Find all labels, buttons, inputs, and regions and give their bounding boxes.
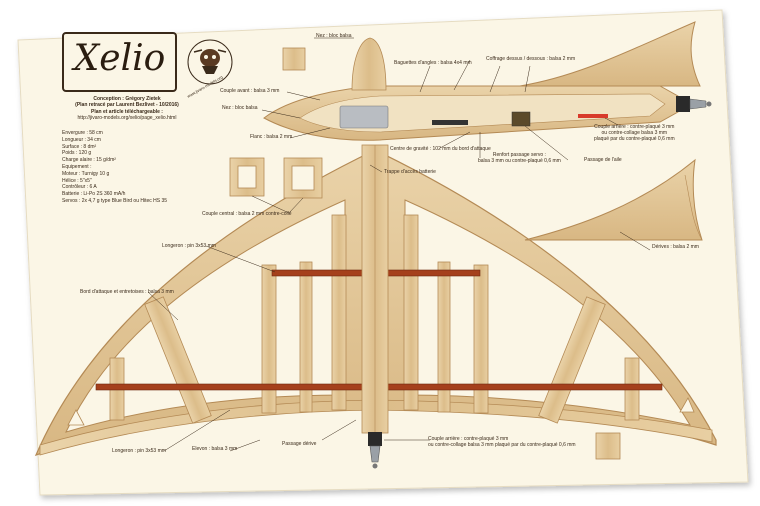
couple-arriere-part <box>595 432 621 460</box>
nose-block-part <box>282 47 306 71</box>
jivaro-logo <box>187 39 233 85</box>
label-couple-arriere-top: Couple arrière : contre-plaqué 3 mm ou c… <box>594 124 675 142</box>
label-couple-arriere-bottom-line1: Couple arrière : contre-plaqué 3 mm <box>428 436 509 442</box>
design-by: Conception : Grégory Zietek <box>93 96 161 102</box>
label-renfort-line2: balsa 3 mm ou contre-plaqué 0,6 mm <box>478 158 561 164</box>
page-title: Xelio <box>73 38 166 79</box>
label-couple-arriere-bottom: Couple arrière : contre-plaqué 3 mm ou c… <box>428 436 576 448</box>
label-couple-arriere-bottom-line2: ou contre-collage balsa 3 mm plaqué par … <box>428 442 576 448</box>
fin-top <box>519 21 701 87</box>
label-centre-gravite: Centre de gravité : 102 mm du bord d'att… <box>390 146 491 152</box>
leader-lines <box>147 37 651 452</box>
spec-item: Surface : 8 dm² <box>62 143 97 150</box>
spec-item: Hélice : 5"x5" <box>62 177 92 184</box>
spec-item: Longueur : 34 cm <box>62 136 101 143</box>
label-baguettes: Baguettes d'angles : balsa 4x4 mm <box>394 60 472 66</box>
label-couple-arriere-top-line1: Couple arrière : contre-plaqué 3 mm <box>594 124 675 130</box>
label-couple-avant: Couple avant : balsa 3 mm <box>220 88 280 94</box>
label-bord-attaque: Bord d'attaque et entretoises : balsa 3 … <box>80 289 174 295</box>
spec-item: Equipement : <box>62 163 92 170</box>
label-longeron-bottom: Longeron : pin 3x53 mm <box>112 448 166 454</box>
wing-tip-triangle-right <box>679 397 695 413</box>
fin-side <box>524 158 703 241</box>
label-longeron-top: Longeron : pin 3x53 mm <box>162 243 216 249</box>
label-flanc: Flanc : balsa 2 mm <box>250 134 293 140</box>
wing-ribs <box>109 214 640 424</box>
label-couple-central: Couple central : balsa 2 mm contre-collé <box>202 211 292 217</box>
spec-list: Envergure : 58 cm Longueur : 34 cm Surfa… <box>62 130 182 205</box>
couple-central-parts <box>229 157 323 199</box>
download-url[interactable]: http://jivaro-models.org/xelio/page_xeli… <box>77 115 177 122</box>
spec-item: Charge alaire : 15 g/dm² <box>62 157 116 164</box>
label-couple-arriere-top-line2: ou contre-collage balsa 3 mm <box>601 130 668 136</box>
label-elevon: Elevon : balsa 3 mm <box>192 446 238 452</box>
label-coffrage: Coffrage dessus / dessous : balsa 2 mm <box>486 56 576 62</box>
download-line: Plan et article téléchargeable : <box>91 108 163 115</box>
motor-bottom <box>368 432 382 469</box>
spec-item: Contrôleur : 6 A <box>62 184 97 191</box>
spec-item: Poids : 120 g <box>62 150 92 157</box>
redrawn-by: (Plan retracé par Laurent Bezlivet - 10/… <box>75 102 179 109</box>
label-passage-derive: Passage dérive <box>282 441 317 447</box>
label-nez-top: Nez : bloc balsa <box>316 33 352 39</box>
label-renfort: Renfort passage servo : balsa 3 mm ou co… <box>478 152 561 164</box>
label-nez-left: Nez : bloc balsa <box>222 105 258 111</box>
credits: Conception : Grégory Zietek (Plan retrac… <box>62 96 192 122</box>
fuselage-side <box>263 37 712 141</box>
label-derive: Dérives : balsa 2 mm <box>652 244 699 250</box>
title-box: Xelio <box>62 32 177 92</box>
label-renfort-line1: Renfort passage servo : <box>492 152 546 158</box>
spec-item: Moteur : Turnigy 10 g <box>62 170 110 177</box>
spec-item: Batterie : Li-Po 2S 360 mA/h <box>62 191 126 198</box>
label-couple-arriere-top-line3: plaqué par du contre-plaqué 0,6 mm <box>594 136 675 142</box>
spec-item: Envergure : 58 cm <box>62 130 103 136</box>
label-passage-aile: Passage de l'aile <box>584 157 622 163</box>
spec-item: Servos : 2x 4,7 g type Blue Bird ou Hite… <box>62 197 168 204</box>
label-trappe: Trappe d'accès batterie <box>384 169 436 175</box>
wing-tip-triangle-left <box>67 409 85 426</box>
